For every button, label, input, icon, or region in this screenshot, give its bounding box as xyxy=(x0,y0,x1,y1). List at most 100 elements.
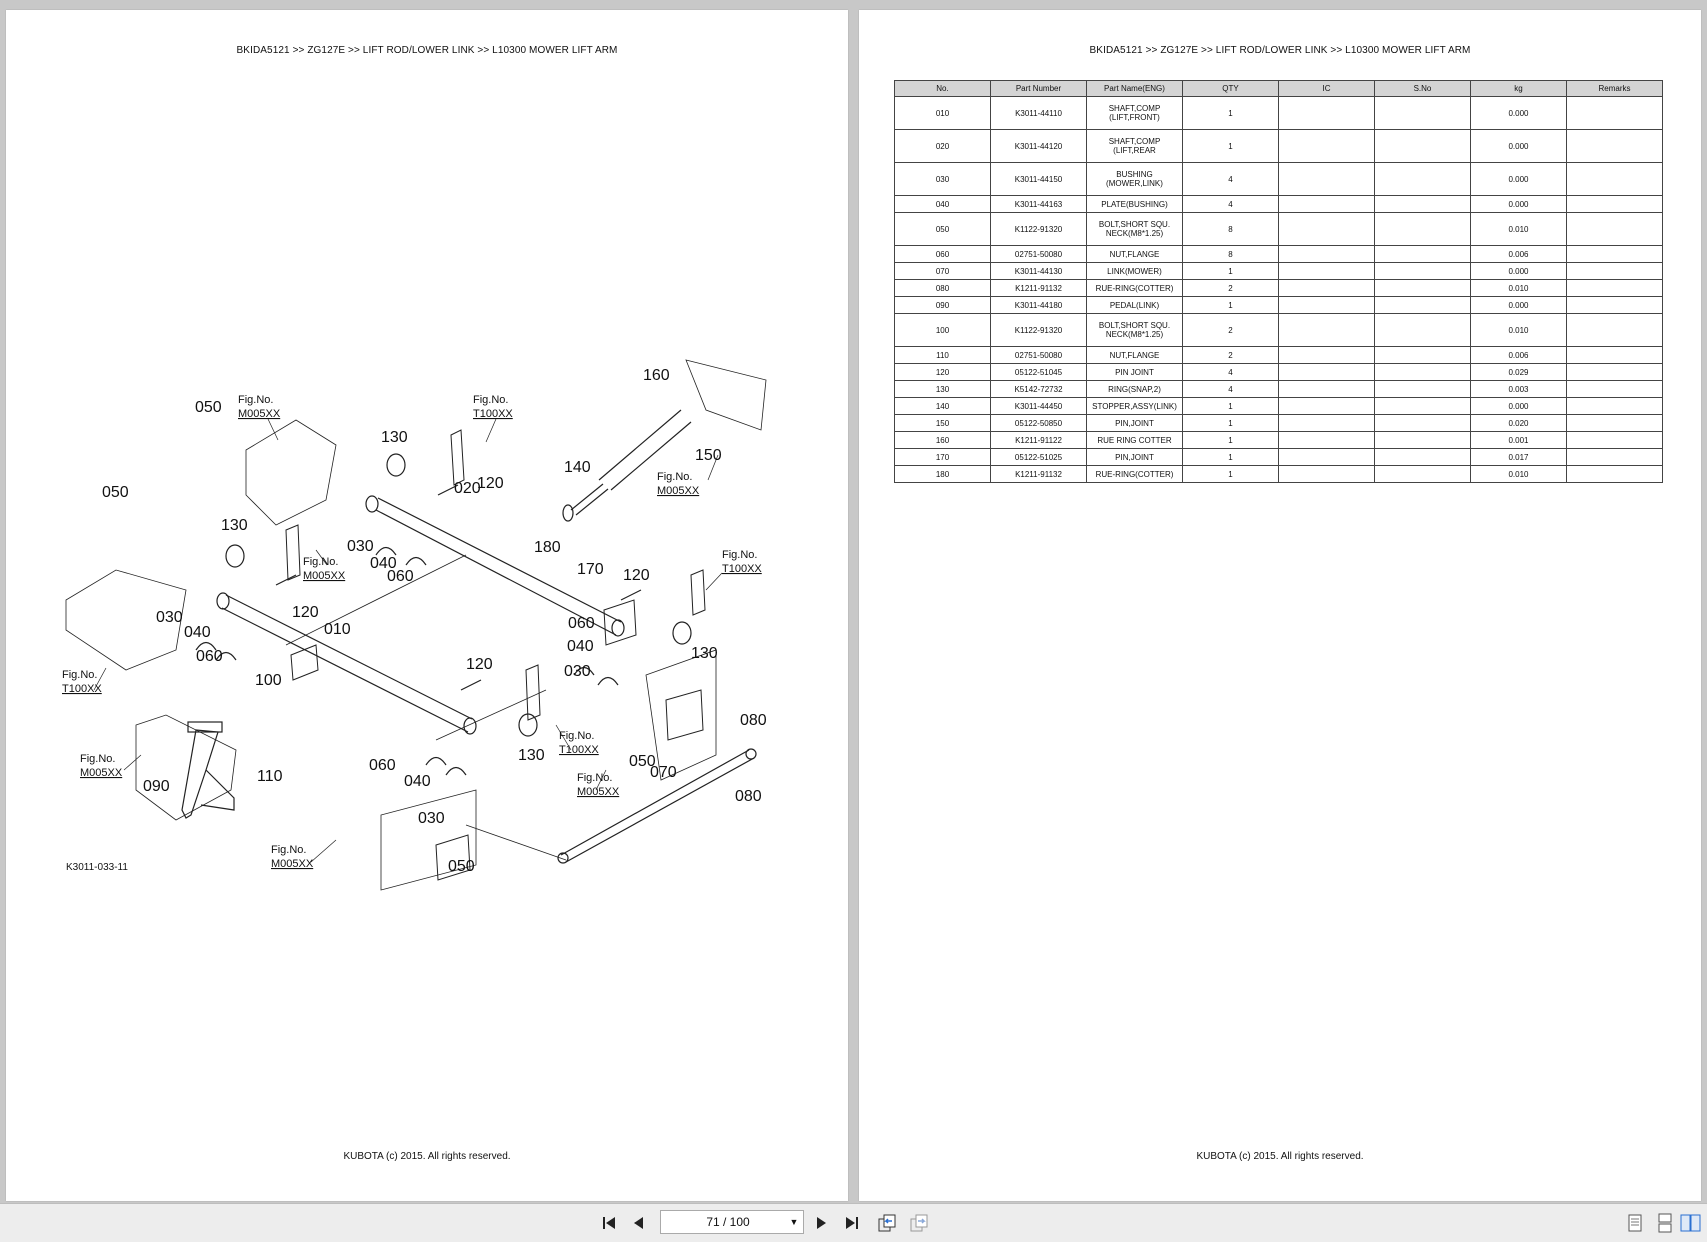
single-page-view-icon xyxy=(1628,1214,1642,1232)
cell-ic xyxy=(1278,313,1375,347)
callout-label: 060 xyxy=(196,648,223,665)
cell-ic xyxy=(1278,245,1375,263)
cell-part-number: K1211-91122 xyxy=(990,431,1087,449)
callout-label: 050 xyxy=(448,858,475,875)
cell-ic xyxy=(1278,279,1375,297)
cell-part-name: SHAFT,COMP(LIFT,REAR xyxy=(1086,129,1183,163)
cell-no: 080 xyxy=(894,279,991,297)
cell-no: 060 xyxy=(894,245,991,263)
frame-outline-drawing xyxy=(65,359,767,891)
page-header: BKIDA5121 >> ZG127E >> LIFT ROD/LOWER LI… xyxy=(236,45,618,56)
cell-part-number: K1122-91320 xyxy=(990,212,1087,246)
cell-no: 160 xyxy=(894,431,991,449)
cell-remarks xyxy=(1566,296,1663,314)
cell-sno xyxy=(1374,431,1471,449)
cell-qty: 1 xyxy=(1182,465,1279,483)
last-page-icon xyxy=(846,1217,858,1229)
cell-kg: 0.029 xyxy=(1470,363,1567,381)
cell-ic xyxy=(1278,195,1375,213)
cell-qty: 1 xyxy=(1182,296,1279,314)
bushings-drawing xyxy=(195,546,619,776)
prev-page-button[interactable] xyxy=(628,1212,650,1234)
cell-part-name: NUT,FLANGE xyxy=(1086,346,1183,364)
go-forward-button[interactable] xyxy=(908,1212,930,1234)
part-name-line: PIN,JOINT xyxy=(1115,452,1154,462)
cell-no: 010 xyxy=(894,96,991,130)
cell-remarks xyxy=(1566,448,1663,466)
callout-label: 010 xyxy=(324,621,351,638)
callout-label: 120 xyxy=(292,604,319,621)
cell-part-number: 02751-50080 xyxy=(990,245,1087,263)
cell-ic xyxy=(1278,212,1375,246)
table-header-row: No. Part Number Part Name(ENG) QTY IC S.… xyxy=(894,80,1663,97)
cell-sno xyxy=(1374,279,1471,297)
fig-ref-code: M005XX xyxy=(238,408,281,420)
cell-qty: 1 xyxy=(1182,431,1279,449)
go-back-button[interactable] xyxy=(876,1212,898,1234)
two-page-view-button[interactable] xyxy=(1680,1212,1702,1234)
continuous-view-button[interactable] xyxy=(1654,1212,1676,1234)
part-name-line: (LIFT,FRONT) xyxy=(1109,113,1160,122)
cell-remarks xyxy=(1566,262,1663,280)
part-name-line: BUSHING xyxy=(1116,170,1153,179)
cell-ic xyxy=(1278,129,1375,163)
callout-label: 180 xyxy=(534,539,561,556)
cell-remarks xyxy=(1566,129,1663,163)
cell-part-name: RING(SNAP,2) xyxy=(1086,380,1183,398)
cell-part-number: 02751-50080 xyxy=(990,346,1087,364)
cell-qty: 4 xyxy=(1182,162,1279,196)
cell-no: 140 xyxy=(894,397,991,415)
cell-sno xyxy=(1374,397,1471,415)
next-page-button[interactable] xyxy=(810,1212,832,1234)
cell-part-name: PIN,JOINT xyxy=(1086,448,1183,466)
cell-qty: 2 xyxy=(1182,279,1279,297)
prev-page-icon xyxy=(634,1217,643,1229)
cell-no: 070 xyxy=(894,262,991,280)
cell-part-name: LINK(MOWER) xyxy=(1086,262,1183,280)
cell-part-name: RUE-RING(COTTER) xyxy=(1086,465,1183,483)
fig-ref-label: Fig.No. xyxy=(80,753,115,765)
cell-part-number: K3011-44110 xyxy=(990,96,1087,130)
cell-part-name: PIN,JOINT xyxy=(1086,414,1183,432)
cell-kg: 0.006 xyxy=(1470,245,1567,263)
cell-ic xyxy=(1278,296,1375,314)
cell-no: 040 xyxy=(894,195,991,213)
cell-remarks xyxy=(1566,346,1663,364)
cell-no: 170 xyxy=(894,448,991,466)
parts-list-page: BKIDA5121 >> ZG127E >> LIFT ROD/LOWER LI… xyxy=(859,10,1701,1201)
part-name-line: STOPPER,ASSY(LINK) xyxy=(1092,401,1177,411)
fig-ref-code: T100XX xyxy=(62,683,102,695)
cell-ic xyxy=(1278,346,1375,364)
first-page-button[interactable] xyxy=(598,1212,620,1234)
callout-label: 120 xyxy=(623,567,650,584)
cell-remarks xyxy=(1566,380,1663,398)
col-header-ic: IC xyxy=(1278,80,1375,97)
page-number-select[interactable]: 71 / 100 ▼ xyxy=(660,1210,804,1234)
cell-sno xyxy=(1374,129,1471,163)
cell-part-name: PLATE(BUSHING) xyxy=(1086,195,1183,213)
last-page-button[interactable] xyxy=(841,1212,863,1234)
mower-link-drawing xyxy=(557,748,757,864)
cell-no: 020 xyxy=(894,129,991,163)
fig-ref-code: T100XX xyxy=(559,744,599,756)
single-page-view-button[interactable] xyxy=(1624,1212,1646,1234)
cell-kg: 0.003 xyxy=(1470,380,1567,398)
cell-sno xyxy=(1374,96,1471,130)
cell-kg: 0.000 xyxy=(1470,162,1567,196)
part-name-line: PEDAL(LINK) xyxy=(1109,300,1160,310)
cell-ic xyxy=(1278,380,1375,398)
fig-ref-code: M005XX xyxy=(657,485,700,497)
cell-remarks xyxy=(1566,162,1663,196)
callout-label: 020 xyxy=(454,480,481,497)
callout-label: 090 xyxy=(143,778,170,795)
col-header-no: No. xyxy=(894,80,991,97)
callout-label: 050 xyxy=(102,484,129,501)
cell-qty: 1 xyxy=(1182,129,1279,163)
